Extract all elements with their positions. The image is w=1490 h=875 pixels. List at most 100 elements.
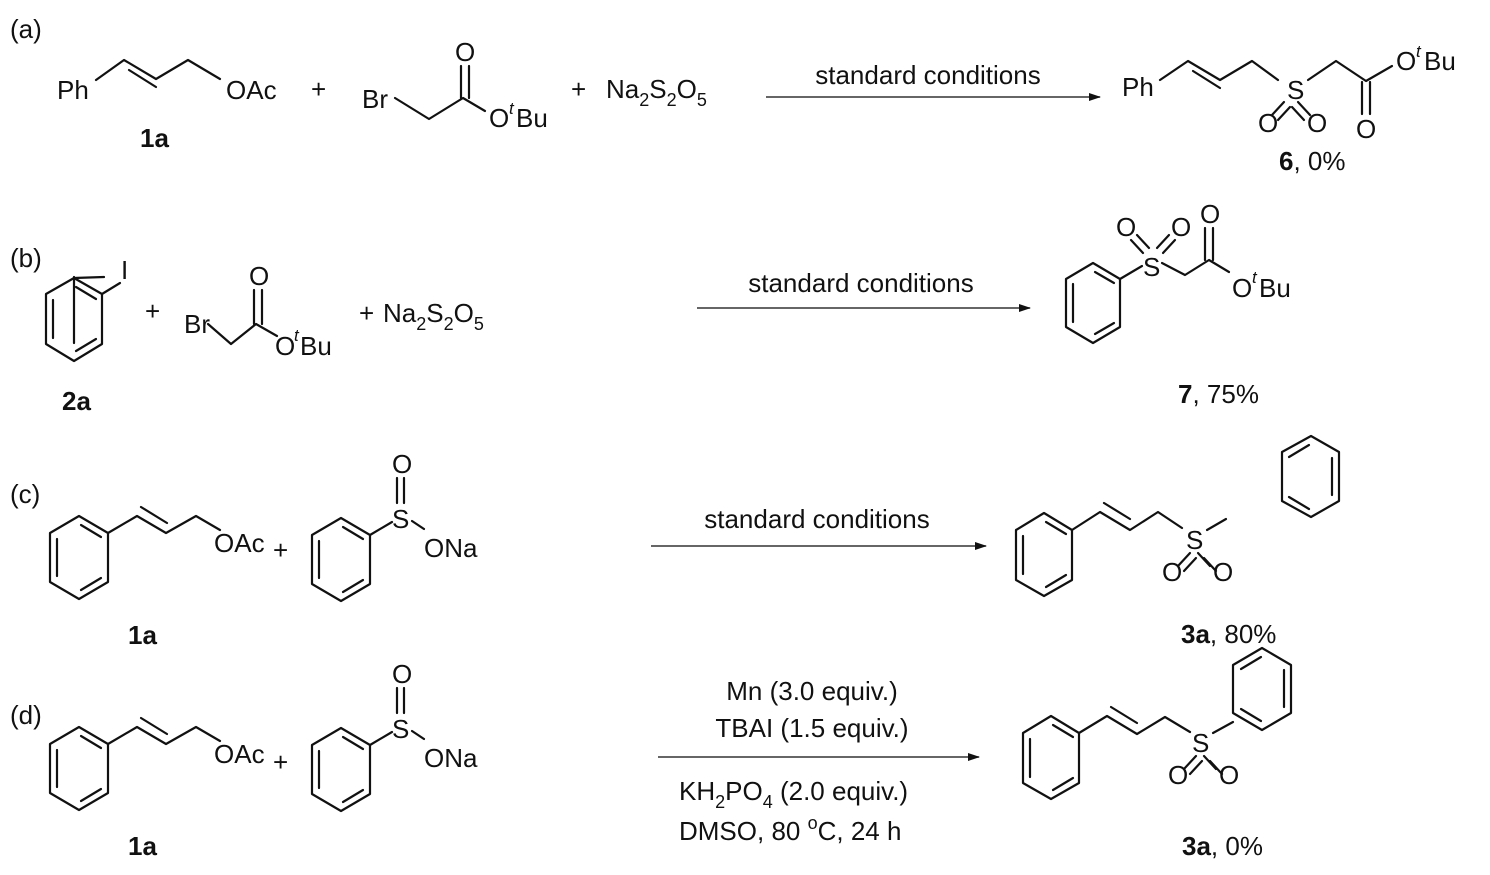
so-bond-1b bbox=[1182, 556, 1198, 573]
na: Na bbox=[606, 74, 640, 104]
atom-label-bu: Bu bbox=[1259, 273, 1291, 303]
atom-label-s: S bbox=[392, 504, 409, 534]
scheme-c: (c) OAc 1a + S O ONa stand bbox=[10, 434, 1341, 650]
ring-double-bond bbox=[79, 576, 103, 592]
ring-double-bond bbox=[1044, 520, 1068, 536]
so-bond-1a bbox=[1176, 551, 1192, 568]
reactant-tert-butyl-bromoacetate: Br O O t Bu bbox=[362, 37, 548, 133]
scheme-label: (a) bbox=[10, 14, 42, 44]
yield: , 0% bbox=[1293, 146, 1345, 176]
so-bond-1a bbox=[1270, 100, 1286, 117]
atom-label-o: O bbox=[1307, 108, 1327, 138]
double-bond bbox=[139, 716, 169, 736]
reactant-tert-butyl-bromoacetate: Br O O t Bu bbox=[184, 261, 332, 361]
benzene-ring bbox=[1021, 714, 1081, 801]
s: S bbox=[426, 298, 443, 328]
atom-label-o: O bbox=[249, 261, 269, 291]
ring-double-bond bbox=[1287, 443, 1311, 459]
ring-double-bond bbox=[1239, 655, 1263, 671]
ring-double-bond bbox=[79, 523, 103, 539]
na: Na bbox=[383, 298, 417, 328]
ring-double-bond bbox=[341, 525, 365, 541]
atom-label-o: O bbox=[392, 449, 412, 479]
double-bond bbox=[1191, 69, 1222, 90]
ring-double-bond bbox=[1093, 270, 1116, 285]
ring-double-bond bbox=[74, 337, 98, 353]
ring-double-bond bbox=[341, 578, 365, 594]
plus-sign: + bbox=[273, 535, 288, 565]
atom-label-oac: OAc bbox=[226, 75, 277, 105]
scheme-a: (a) Ph OAc 1a + Br O O t Bu + Na2S2O5 s bbox=[10, 14, 1456, 176]
cs-bond bbox=[1205, 517, 1228, 532]
atom-label-o: O bbox=[455, 37, 475, 67]
atom-label-o: O bbox=[275, 331, 295, 361]
scheme-label: (d) bbox=[10, 700, 42, 730]
atom-label-o: O bbox=[392, 659, 412, 689]
compound-yield: 7, 75% bbox=[1178, 379, 1259, 409]
compound-yield: 3a, 80% bbox=[1181, 619, 1276, 649]
reaction-arrow: standard conditions bbox=[766, 60, 1101, 101]
conditions-text: standard conditions bbox=[815, 60, 1040, 90]
cond-part: DMSO, 80 bbox=[679, 816, 808, 846]
so-bond-1b bbox=[1276, 105, 1292, 122]
so-single-bond bbox=[410, 729, 426, 741]
reactant-1a: OAc 1a bbox=[48, 505, 265, 650]
subscript: 2 bbox=[667, 90, 677, 110]
atom-label-o: O bbox=[1219, 760, 1239, 790]
atom-label-o: O bbox=[1232, 273, 1252, 303]
atom-label-br: Br bbox=[362, 84, 388, 114]
chain-bonds bbox=[106, 725, 222, 746]
product-7: S O O t Bu O O 7, 75% bbox=[1064, 199, 1291, 409]
plus-sign: + bbox=[273, 747, 288, 777]
compound-label: 1a bbox=[140, 123, 169, 153]
scheme-label: (c) bbox=[10, 479, 40, 509]
ring-double-bond bbox=[79, 734, 103, 750]
product-3a: S O O 3a, 80% bbox=[1014, 434, 1341, 649]
plus-sign: + bbox=[311, 74, 326, 104]
subscript: 2 bbox=[444, 314, 454, 334]
conditions-text: standard conditions bbox=[748, 268, 973, 298]
conditions-text: DMSO, 80 oC, 24 h bbox=[679, 813, 901, 846]
reaction-arrow: Mn (3.0 equiv.) TBAI (1.5 equiv.) KH2PO4… bbox=[658, 676, 980, 846]
atom-label-o: O bbox=[1356, 114, 1376, 144]
compound-yield: 6, 0% bbox=[1279, 146, 1346, 176]
reactant-na2s2o5: Na2S2O5 bbox=[383, 298, 484, 334]
cond-part: KH bbox=[679, 776, 715, 806]
benzene-ring bbox=[310, 726, 372, 813]
subscript: 4 bbox=[763, 792, 773, 812]
reaction-arrow: standard conditions bbox=[697, 268, 1031, 312]
conditions-text: standard conditions bbox=[704, 504, 929, 534]
reactant-2a: I 2a bbox=[44, 255, 128, 416]
benzene-ring bbox=[1231, 646, 1293, 732]
chain-bonds bbox=[1160, 258, 1231, 277]
chain-bonds-right bbox=[1306, 59, 1394, 83]
atom-label-o: O bbox=[1171, 212, 1191, 242]
formula-na2s2o5: Na2S2O5 bbox=[383, 298, 484, 334]
double-bond bbox=[1109, 705, 1139, 725]
ci-bond bbox=[100, 281, 122, 296]
formula-na2s2o5: Na2S2O5 bbox=[606, 74, 707, 110]
atom-label-o: O bbox=[1116, 212, 1136, 242]
conditions-text: TBAI (1.5 equiv.) bbox=[715, 713, 908, 743]
cond-part: C, 24 h bbox=[818, 816, 902, 846]
atom-label-o: O bbox=[1213, 557, 1233, 587]
so-single-bond bbox=[410, 519, 426, 531]
benzene-ring bbox=[48, 514, 110, 601]
o: O bbox=[677, 74, 697, 104]
atom-label-s: S bbox=[1143, 252, 1160, 282]
benzene-ring bbox=[1014, 511, 1074, 598]
ring-double-bond bbox=[341, 735, 365, 751]
so-bond-2a bbox=[1155, 233, 1171, 250]
atom-label-bu: Bu bbox=[300, 331, 332, 361]
atom-label-bu: Bu bbox=[516, 103, 548, 133]
atom-label-o: O bbox=[1162, 557, 1182, 587]
atom-label-o: O bbox=[1200, 199, 1220, 229]
scheme-b: (b) I 2a + Br O O t Bu + Na2S2O5 bbox=[10, 199, 1291, 416]
yield: , 80% bbox=[1210, 619, 1277, 649]
compound-label: 2a bbox=[62, 386, 91, 416]
atom-label-ona: ONa bbox=[424, 533, 478, 563]
cond-part: PO bbox=[725, 776, 763, 806]
superscript-t: t bbox=[509, 99, 515, 118]
benzene-ring bbox=[48, 725, 110, 812]
compound-label: 6 bbox=[1279, 146, 1293, 176]
